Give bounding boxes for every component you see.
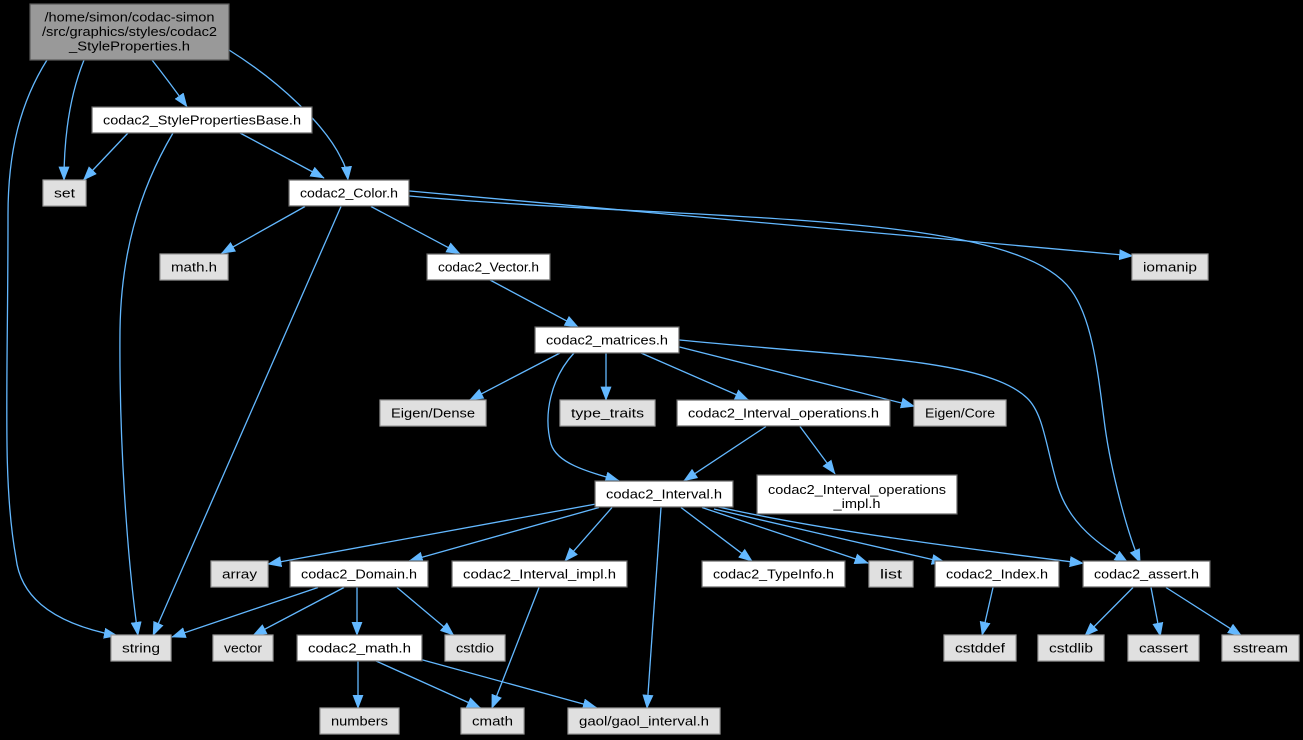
svg-text:codac2_matrices.h: codac2_matrices.h <box>546 333 668 348</box>
svg-text:numbers: numbers <box>331 714 388 729</box>
svg-text:codac2_assert.h: codac2_assert.h <box>1094 567 1199 582</box>
svg-text:codac2_Interval_operations.h: codac2_Interval_operations.h <box>688 406 879 421</box>
svg-text:set: set <box>54 186 75 201</box>
svg-text:math.h: math.h <box>171 260 217 275</box>
svg-text:/src/graphics/styles/codac2: /src/graphics/styles/codac2 <box>42 24 217 39</box>
svg-text:cstddef: cstddef <box>955 641 1005 656</box>
svg-text:_StyleProperties.h: _StyleProperties.h <box>68 39 190 54</box>
svg-text:array: array <box>222 567 257 582</box>
svg-text:cmath: cmath <box>472 714 513 729</box>
svg-text:Eigen/Core: Eigen/Core <box>925 406 995 421</box>
svg-text:/home/simon/codac-simon: /home/simon/codac-simon <box>45 9 215 24</box>
svg-text:cstdlib: cstdlib <box>1049 641 1093 656</box>
svg-text:cstdio: cstdio <box>456 641 494 656</box>
svg-text:codac2_Index.h: codac2_Index.h <box>946 567 1048 582</box>
svg-text:gaol/gaol_interval.h: gaol/gaol_interval.h <box>579 714 709 729</box>
svg-text:codac2_StylePropertiesBase.h: codac2_StylePropertiesBase.h <box>103 113 301 128</box>
svg-text:vector: vector <box>224 641 263 656</box>
svg-text:codac2_Vector.h: codac2_Vector.h <box>438 260 539 275</box>
svg-text:type_traits: type_traits <box>571 406 644 421</box>
svg-text:sstream: sstream <box>1233 641 1288 656</box>
svg-text:cassert: cassert <box>1139 641 1188 656</box>
svg-text:codac2_Interval_operations: codac2_Interval_operations <box>768 482 946 497</box>
svg-text:_impl.h: _impl.h <box>832 496 880 511</box>
svg-text:list: list <box>880 567 902 582</box>
svg-text:codac2_math.h: codac2_math.h <box>308 641 411 656</box>
svg-text:iomanip: iomanip <box>1143 260 1197 275</box>
svg-text:codac2_Interval.h: codac2_Interval.h <box>606 487 722 502</box>
svg-text:codac2_Interval_impl.h: codac2_Interval_impl.h <box>463 567 616 582</box>
svg-text:codac2_Domain.h: codac2_Domain.h <box>301 567 417 582</box>
svg-text:codac2_TypeInfo.h: codac2_TypeInfo.h <box>713 567 834 582</box>
svg-text:Eigen/Dense: Eigen/Dense <box>391 406 475 421</box>
svg-text:string: string <box>122 641 160 656</box>
svg-text:codac2_Color.h: codac2_Color.h <box>300 186 398 201</box>
